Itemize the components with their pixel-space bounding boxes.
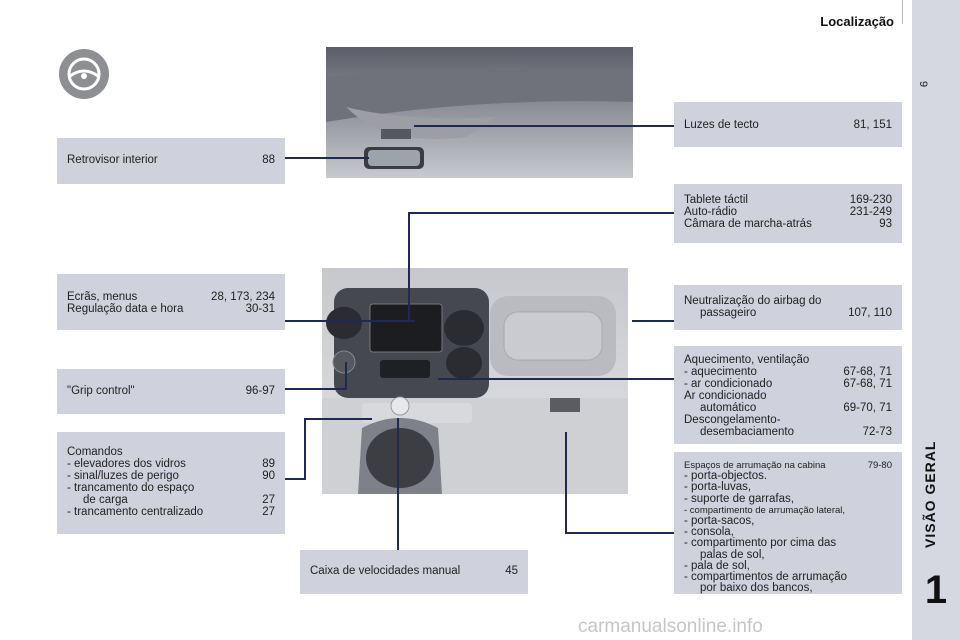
- box-label: - elevadores dos vidros: [67, 458, 186, 470]
- box-page: 88: [262, 154, 275, 166]
- box-page: 169-230: [849, 194, 892, 206]
- box-caixa: Caixa de velocidades manual 45: [300, 550, 528, 594]
- pointer-line-comandos-horiz: [304, 418, 372, 420]
- box-label: Câmara de marcha-atrás: [684, 218, 812, 230]
- box-page: 27: [262, 494, 275, 506]
- pointer-line-tablete: [408, 212, 674, 214]
- box-page: 81, 151: [853, 119, 892, 131]
- box-page: 30-31: [245, 303, 275, 315]
- box-label: de carga: [83, 494, 128, 506]
- page-title: Localização: [820, 14, 894, 29]
- pointer-line-ecras: [285, 320, 415, 322]
- box-page: 69-70, 71: [843, 402, 892, 414]
- box-label: automático: [700, 402, 757, 414]
- list-item: por baixo dos bancos,: [700, 582, 813, 595]
- box-espacos: Espaços de arrumação na cabina 79-80 - po…: [674, 452, 902, 594]
- list-item: - consola,: [684, 526, 734, 539]
- box-page: 67-68, 71: [843, 366, 892, 378]
- box-airbag: Neutralização do airbag do passageiro 107…: [674, 285, 902, 330]
- box-page: 28, 173, 234: [211, 291, 275, 303]
- box-label: Regulação data e hora: [67, 303, 184, 315]
- box-page: 72-73: [862, 426, 892, 438]
- box-page: 231-249: [849, 206, 892, 218]
- box-page: 45: [505, 565, 518, 577]
- box-page: 96-97: [245, 385, 275, 397]
- pointer-line-grip: [285, 388, 345, 390]
- box-retrovisor: Retrovisor interior 88: [57, 138, 285, 184]
- box-luzes: Luzes de tecto 81, 151: [674, 102, 902, 147]
- steering-wheel-icon: [59, 49, 109, 99]
- pointer-line-aquecimento: [438, 378, 674, 380]
- box-label: - sinal/luzes de perigo: [67, 470, 179, 482]
- box-label: Ecrãs, menus: [67, 291, 138, 303]
- list-item: palas de sol,: [700, 548, 765, 561]
- roof-mirror-photo: [326, 47, 633, 178]
- box-page: 90: [262, 470, 275, 482]
- list-item: - porta-objectos.: [684, 470, 768, 483]
- watermark: carmanualsonline.info: [578, 616, 763, 637]
- pointer-line-tablete-vert: [408, 212, 410, 320]
- chapter-number: 1: [924, 568, 948, 612]
- box-grip: "Grip control" 96-97: [57, 369, 285, 414]
- box-label: Tablete táctil: [684, 194, 748, 206]
- box-page: 89: [262, 458, 275, 470]
- box-label: "Grip control": [67, 385, 135, 397]
- list-item: - compartimentos de arrumação: [684, 571, 847, 584]
- pointer-line-luzes: [414, 125, 674, 127]
- pointer-line-grip-vert: [345, 362, 347, 390]
- list-item: - porta-luvas,: [684, 481, 752, 494]
- box-label: Luzes de tecto: [684, 119, 759, 131]
- box-title: Aquecimento, ventilação: [684, 354, 810, 366]
- sidebar: [912, 0, 960, 640]
- box-ecras: Ecrãs, menus 28, 173, 234 Regulação data …: [57, 274, 285, 330]
- pointer-line-comandos-vert: [304, 418, 306, 480]
- page-number: 9: [917, 80, 930, 88]
- box-label: Retrovisor interior: [67, 154, 158, 166]
- box-label: desembaciamento: [700, 426, 794, 438]
- pointer-line-caixa: [397, 418, 399, 550]
- box-title: Espaços de arrumação na cabina: [684, 460, 826, 471]
- box-label: passageiro: [700, 307, 757, 319]
- pointer-line-comandos: [285, 478, 305, 480]
- box-label: Descongelamento-: [684, 414, 781, 426]
- box-label: Caixa de velocidades manual: [310, 565, 461, 577]
- dashboard-photo: [322, 268, 628, 494]
- box-label: - ar condicionado: [684, 378, 773, 390]
- box-label: Auto-rádio: [684, 206, 738, 218]
- box-label: Neutralização do airbag do: [684, 295, 822, 307]
- pointer-line-espacos: [565, 532, 674, 534]
- list-item: - compartimento por cima das: [684, 537, 837, 550]
- box-page: 67-68, 71: [843, 378, 892, 390]
- box-label: - trancamento do espaço: [67, 482, 195, 494]
- box-page: 27: [262, 506, 275, 518]
- list-item: - pala de sol,: [684, 559, 750, 572]
- box-title: Comandos: [67, 446, 123, 458]
- list-item: - suporte de garrafas,: [684, 492, 794, 505]
- box-page: 79-80: [867, 460, 892, 471]
- list-item: - porta-sacos,: [684, 515, 755, 528]
- box-label: - trancamento centralizado: [67, 506, 204, 518]
- box-aquecimento: Aquecimento, ventilação - aquecimento 67-…: [674, 346, 902, 444]
- box-page: 107, 110: [848, 307, 892, 319]
- box-label: - aquecimento: [684, 366, 757, 378]
- pointer-line-airbag: [632, 320, 674, 322]
- box-page: 93: [879, 218, 892, 230]
- pointer-line-espacos-vert: [565, 432, 567, 534]
- box-comandos: Comandos - elevadores dos vidros 89 - sin…: [57, 432, 285, 534]
- list-item: - compartimento de arrumação lateral,: [684, 504, 846, 516]
- section-label: VISÃO GERAL: [922, 440, 938, 548]
- box-label: Ar condicionado: [684, 390, 767, 402]
- pointer-line-retrovisor: [285, 157, 369, 159]
- header-divider: [902, 0, 903, 24]
